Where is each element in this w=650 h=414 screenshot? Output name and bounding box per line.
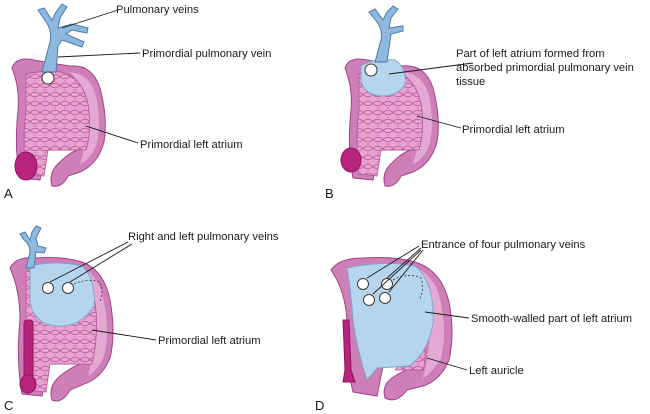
leader-left-auricle xyxy=(426,357,468,371)
panel-letter-a: A xyxy=(4,186,13,201)
label-right-left-veins: Right and left pulmonary veins xyxy=(128,231,279,243)
panel-d: Entrance of four pulmonary veins Smooth-… xyxy=(315,239,632,413)
vein-opening-a xyxy=(41,71,55,85)
panel-letter-d: D xyxy=(315,398,324,413)
vein-opening-b xyxy=(364,63,378,77)
label-absorbed-line-3: tissue xyxy=(456,76,485,88)
leader-pulmonary-veins xyxy=(61,9,119,29)
vein-opening-d-3 xyxy=(363,294,375,306)
label-primordial-left-atrium-b: Primordial left atrium xyxy=(462,124,565,136)
label-absorbed-line-1: Part of left atrium formed from xyxy=(456,48,605,60)
auricle-tip-c xyxy=(19,374,37,394)
leader-entrance-2 xyxy=(386,247,422,279)
label-primordial-pulmonary-vein: Primordial pulmonary vein xyxy=(142,48,271,60)
auricle-d xyxy=(342,319,356,383)
leader-entrance-4 xyxy=(388,249,424,293)
auricle-tip-b xyxy=(340,147,362,173)
label-entrance-four-veins: Entrance of four pulmonary veins xyxy=(421,239,586,251)
label-left-auricle: Left auricle xyxy=(469,365,524,377)
panel-c: Right and left pulmonary veins Primordia… xyxy=(4,225,279,413)
leader-primordial-atrium-c xyxy=(91,329,157,341)
leader-entrance-3 xyxy=(372,249,422,295)
vein-opening-d-1 xyxy=(357,278,369,290)
leader-entrance-1 xyxy=(366,245,420,279)
label-primordial-left-atrium-c: Primordial left atrium xyxy=(158,335,261,347)
dotted-vein-c xyxy=(73,280,103,303)
vein-opening-c-left xyxy=(62,282,74,294)
primordial-pulmonary-vein-a xyxy=(37,3,89,73)
panel-b: Part of left atrium formed from absorbed… xyxy=(325,5,634,201)
leader-absorbed-tissue xyxy=(388,62,474,75)
vein-opening-c-right xyxy=(42,282,54,294)
leader-right-vein xyxy=(49,241,129,283)
smooth-walled-part-d xyxy=(346,262,434,381)
vein-opening-d-2 xyxy=(381,278,393,290)
leader-primordial-vein xyxy=(57,52,141,58)
leader-smooth-walled xyxy=(424,311,470,319)
panel-a: Pulmonary veins Primordial pulmonary vei… xyxy=(4,3,271,201)
label-smooth-walled-part: Smooth-walled part of left atrium xyxy=(471,313,632,325)
leader-primordial-atrium-a xyxy=(85,125,139,144)
label-pulmonary-veins: Pulmonary veins xyxy=(116,4,199,16)
leader-primordial-atrium-b xyxy=(416,115,462,129)
smooth-part-c xyxy=(29,262,95,327)
label-absorbed-line-2: absorbed primordial pulmonary vein xyxy=(456,62,634,74)
leader-left-vein xyxy=(69,243,133,283)
label-primordial-left-atrium-a: Primordial left atrium xyxy=(140,139,243,151)
pulmonary-veins-c xyxy=(19,225,47,269)
panel-letter-b: B xyxy=(325,186,334,201)
auricle-c xyxy=(23,319,34,383)
panel-letter-c: C xyxy=(4,398,13,413)
vein-opening-d-4 xyxy=(379,292,391,304)
auricle-tip-a xyxy=(14,151,38,181)
pulmonary-vein-b xyxy=(368,5,404,63)
